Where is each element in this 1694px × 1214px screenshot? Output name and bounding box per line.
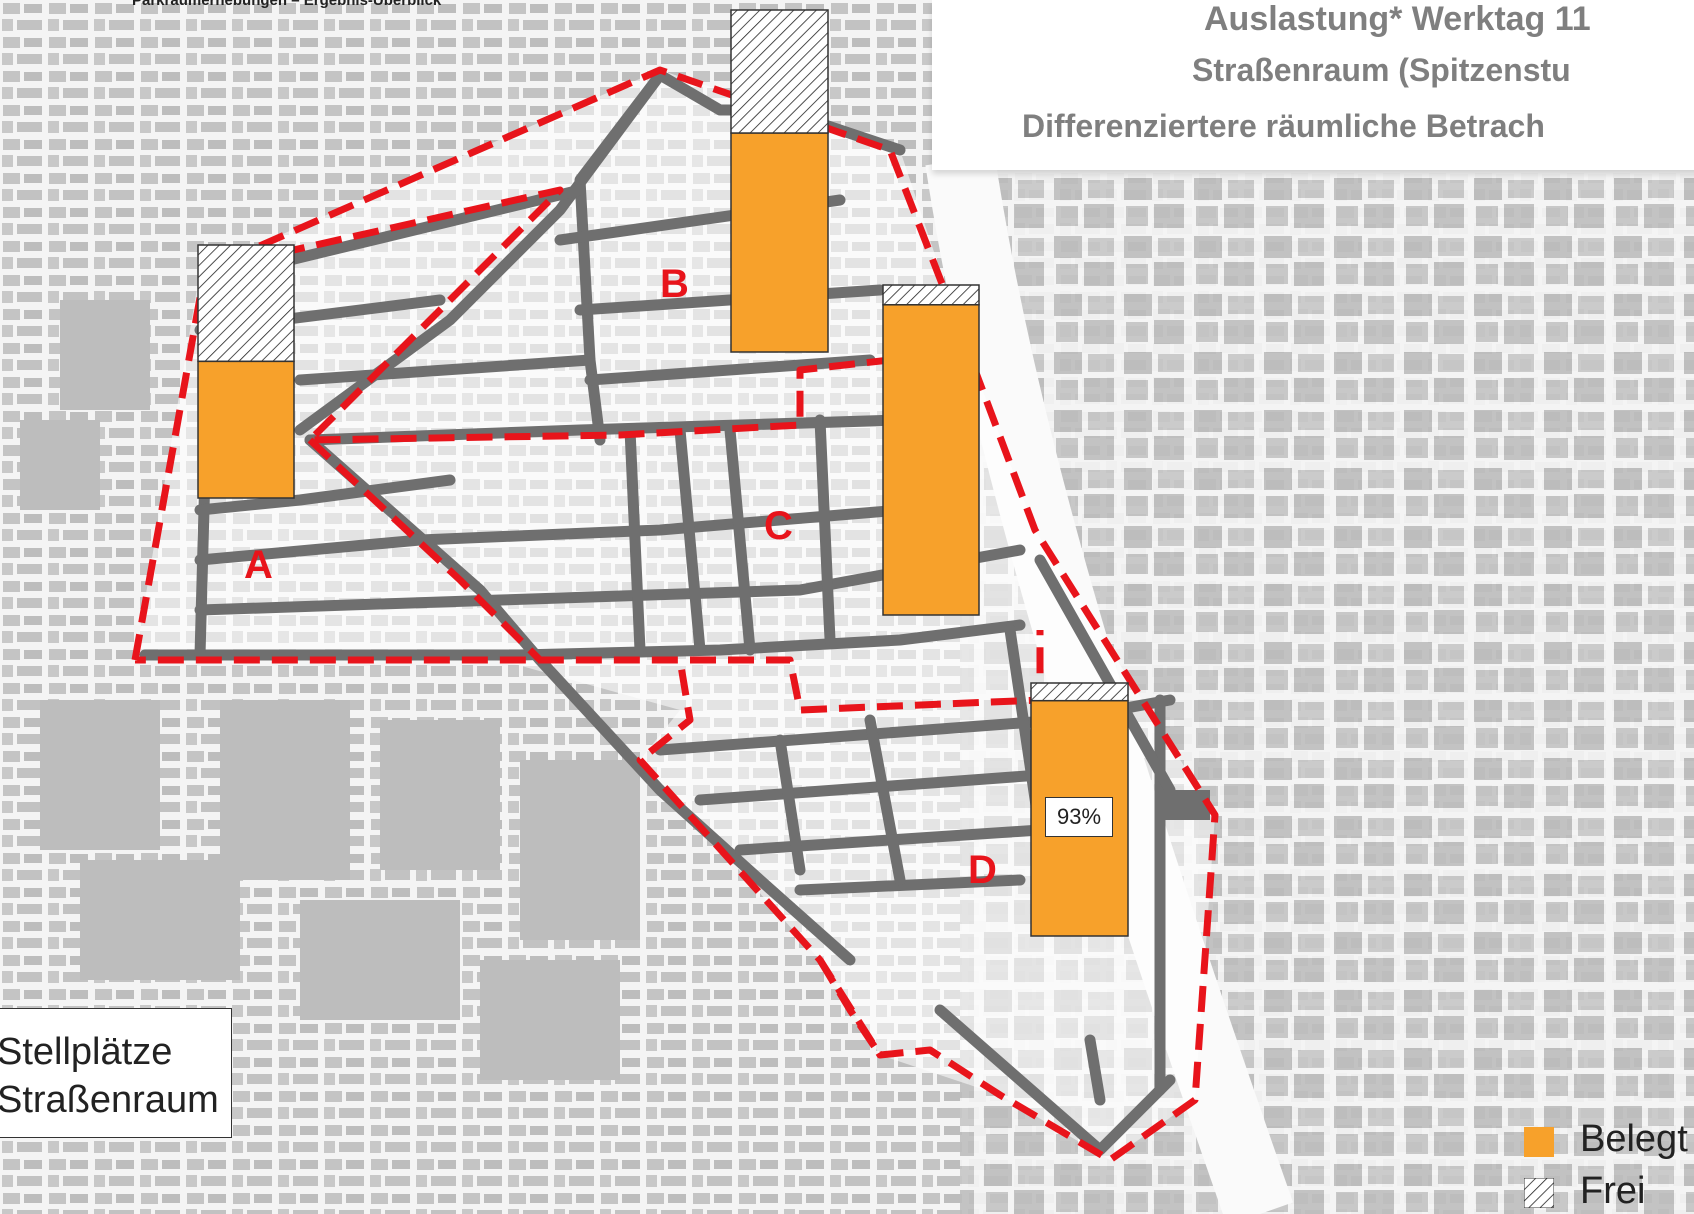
free-key-label: Frei <box>1580 1170 1646 1212</box>
bar-free-d <box>1030 682 1129 702</box>
boundary-d-tail <box>816 958 883 1057</box>
title-line-3: Differenziertere räumliche Betrach <box>1022 108 1545 144</box>
bar-occupied-b <box>730 132 829 353</box>
industrial-blocks <box>20 300 640 1080</box>
bar-occupied-a <box>197 360 295 499</box>
free-swatch <box>1523 1177 1555 1209</box>
title-line-1: Auslastung* Werktag 11 <box>1204 0 1591 38</box>
title-line-2: Straßenraum (Spitzenstu <box>1192 52 1571 88</box>
legend-line-2: Straßenraum <box>0 1079 219 1121</box>
percent-label-d: 93% <box>1045 797 1113 837</box>
boundary-a-b-c <box>204 186 891 444</box>
zone-label-a: A <box>244 543 273 587</box>
bar-free-b <box>730 9 829 134</box>
zone-boundaries <box>131 66 1219 1164</box>
title-panel: Auslastung* Werktag 11 Straßenraum (Spit… <box>932 0 1694 170</box>
bar-occupied-c <box>882 304 980 616</box>
legend-line-1: Stellplätze <box>0 1031 173 1073</box>
zone-label-c: C <box>764 504 793 548</box>
occupied-swatch <box>1524 1127 1554 1157</box>
bar-free-c <box>882 284 980 306</box>
zone-label-b: B <box>660 262 689 306</box>
zone-label-d: D <box>968 848 997 892</box>
occupancy-bars <box>197 9 1129 937</box>
bar-free-a <box>197 244 295 363</box>
occupied-key-label: Belegt <box>1580 1118 1688 1160</box>
map-legend-box: Stellplätze Straßenraum <box>0 1008 232 1138</box>
outer-boundary <box>131 66 1219 1164</box>
header-subtitle: Parkraumerhebungen – Ergebnis-Überblick <box>132 0 442 9</box>
boundary-a-c <box>307 437 543 663</box>
